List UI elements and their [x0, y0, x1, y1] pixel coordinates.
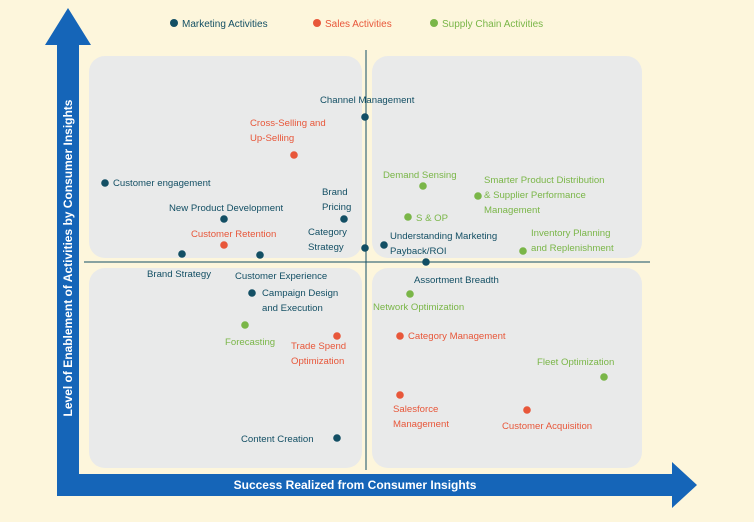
point-customer-experience: [256, 251, 264, 259]
point-new-product-development: [220, 215, 228, 223]
point-brand-pricing: [340, 215, 348, 223]
y-axis-title: Level of Enablement of Activities by Con…: [61, 99, 75, 416]
y-axis-arrow: [45, 8, 91, 482]
quadrant-bottom-left: [89, 268, 362, 468]
x-axis-arrow: [57, 462, 697, 508]
label-assortment-breadth: Assortment Breadth: [414, 275, 499, 286]
point-customer-retention: [220, 241, 228, 249]
label-category-management: Category Management: [408, 331, 506, 342]
label-demand-sensing: Demand Sensing: [383, 170, 457, 181]
point-category-strategy: [361, 244, 369, 252]
label-channel-management: Channel Management: [320, 95, 415, 106]
label-fleet-optimization: Fleet Optimization: [537, 357, 614, 368]
label-customer-retention: Customer Retention: [191, 229, 276, 240]
point-understanding-marketing-payback-roi: [380, 241, 388, 249]
label-customer-engagement: Customer engagement: [113, 178, 211, 189]
label-s-op: S & OP: [416, 213, 448, 224]
point-smarter-product-distribution-supplier-performance-management: [474, 192, 482, 200]
legend-label-marketing: Marketing Activities: [182, 19, 268, 30]
point-category-management: [396, 332, 404, 340]
point-content-creation: [333, 434, 341, 442]
point-brand-strategy: [178, 250, 186, 258]
legend-marker-supply: [430, 19, 438, 27]
quadrant-top-right: [372, 56, 642, 258]
point-trade-spend-optimization: [333, 332, 341, 340]
legend: Marketing Activities Sales Activities Su…: [170, 19, 543, 30]
label-network-optimization: Network Optimization: [373, 302, 464, 313]
point-customer-acquisition: [523, 406, 531, 414]
quadrant-top-left: [89, 56, 362, 258]
legend-label-supply: Supply Chain Activities: [442, 19, 543, 30]
point-assortment-breadth: [422, 258, 430, 266]
point-salesforce-management: [396, 391, 404, 399]
point-channel-management: [361, 113, 369, 121]
label-customer-experience: Customer Experience: [235, 271, 327, 282]
point-fleet-optimization: [600, 373, 608, 381]
point-campaign-design-and-execution: [248, 289, 256, 297]
legend-marker-sales: [313, 19, 321, 27]
x-axis-title: Success Realized from Consumer Insights: [234, 478, 477, 492]
point-s-op: [404, 213, 412, 221]
legend-marker-marketing: [170, 19, 178, 27]
point-cross-selling-and-up-selling: [290, 151, 298, 159]
point-customer-engagement: [101, 179, 109, 187]
label-customer-acquisition: Customer Acquisition: [502, 421, 592, 432]
quadrant-bottom-right: [372, 268, 642, 468]
point-forecasting: [241, 321, 249, 329]
label-content-creation: Content Creation: [241, 434, 314, 445]
point-network-optimization: [406, 290, 414, 298]
label-new-product-development: New Product Development: [169, 203, 283, 214]
label-smarter-product-distribution-supplier-performance-management: Smarter Product Distribution& Supplier P…: [484, 175, 605, 216]
point-demand-sensing: [419, 182, 427, 190]
label-forecasting: Forecasting: [225, 337, 275, 348]
legend-label-sales: Sales Activities: [325, 19, 392, 30]
point-inventory-planning-and-replenishment: [519, 247, 527, 255]
label-brand-strategy: Brand Strategy: [147, 269, 211, 280]
